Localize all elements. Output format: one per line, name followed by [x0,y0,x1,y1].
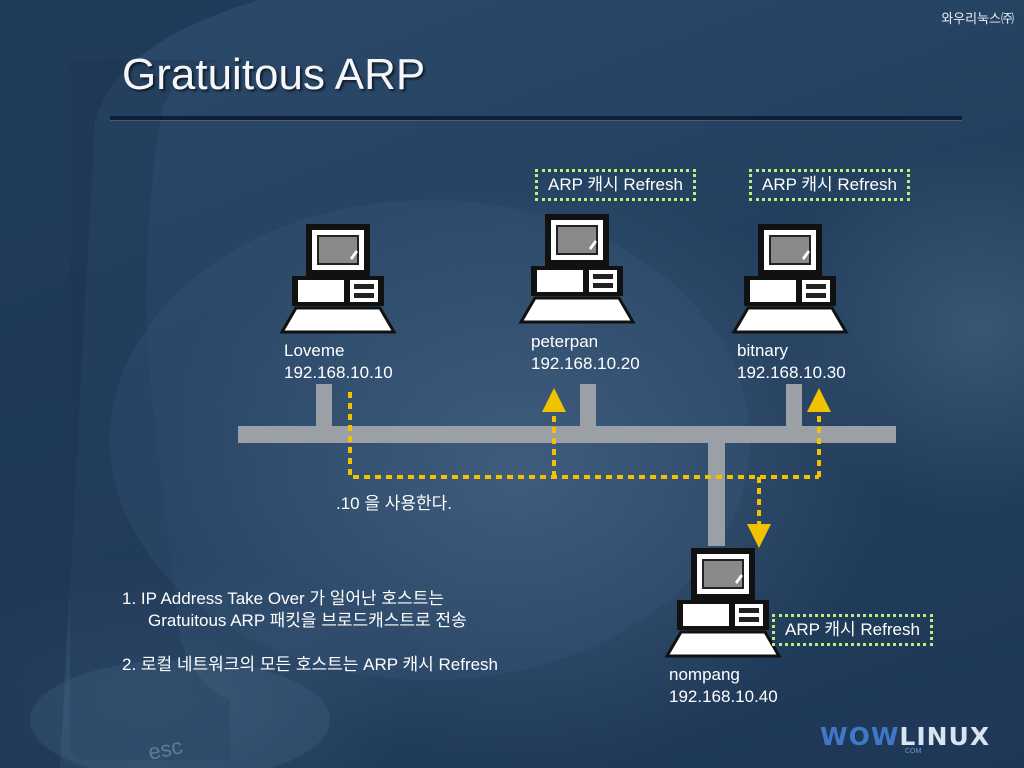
computer-icon-bitnary [732,222,848,334]
drop-cable-peterpan [580,384,596,429]
host-label-bitnary: bitnary 192.168.10.30 [737,340,846,384]
host-name: peterpan [531,332,599,351]
network-bus-cable [238,426,896,443]
host-label-nompang: nompang 192.168.10.40 [669,664,778,708]
drop-cable-bitnary [786,384,802,429]
company-name: 와우리눅스㈜ [941,11,1014,26]
arp-refresh-badge-peterpan: ARP 캐시 Refresh [535,169,696,201]
computer-icon-peterpan [519,212,635,324]
host-ip: 192.168.10.40 [669,687,778,706]
drop-cable-loveme [316,384,332,429]
host-ip: 192.168.10.10 [284,363,393,382]
computer-icon-nompang [665,546,781,658]
flow-label: .10 을 사용한다. [336,494,453,513]
host-name: bitnary [737,341,789,360]
notes-list: 1. IP Address Take Over 가 일어난 호스트는 Gratu… [122,588,498,676]
arp-refresh-badge-nompang: ARP 캐시 Refresh [772,614,933,646]
note-1-continued: Gratuitous ARP 패킷을 브로드캐스트로 전송 [148,611,467,630]
logo-subtext: COM [905,748,922,755]
host-label-peterpan: peterpan 192.168.10.20 [531,331,640,375]
wowlinux-logo: WOWLINUX [820,722,991,751]
host-name: nompang [669,665,740,684]
host-ip: 192.168.10.30 [737,363,846,382]
note-2: 2. 로컬 네트워크의 모든 호스트는 ARP 캐시 Refresh [122,655,499,674]
title-divider [110,116,962,120]
note-1: 1. IP Address Take Over 가 일어난 호스트는 [122,589,444,608]
host-ip: 192.168.10.20 [531,354,640,373]
arp-refresh-badge-bitnary: ARP 캐시 Refresh [749,169,910,201]
drop-cable-nompang [708,440,725,546]
computer-icon-loveme [280,222,396,334]
page-title: Gratuitous ARP [122,50,426,99]
host-name: Loveme [284,341,345,360]
host-label-loveme: Loveme 192.168.10.10 [284,340,393,384]
broadcast-path [348,392,819,479]
